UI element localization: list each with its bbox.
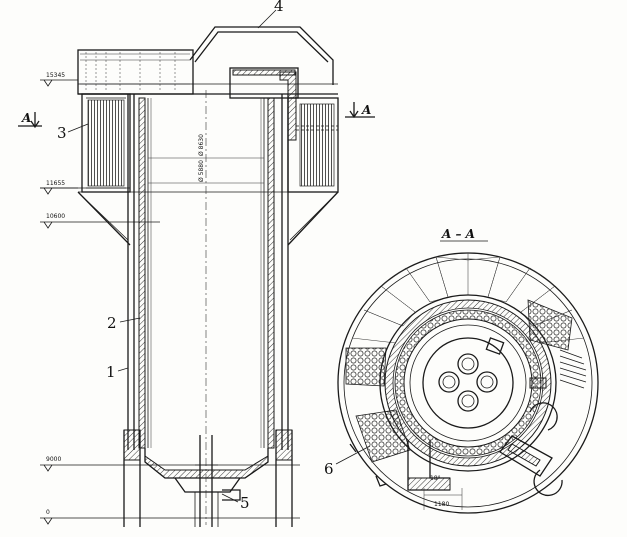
section-mark-left: A <box>21 111 31 125</box>
top-left-box <box>77 49 194 95</box>
outer-wall-right <box>281 94 289 450</box>
elevation-marks: 15345 11655 10600 9000 0 <box>40 72 78 525</box>
screen-right <box>267 97 275 449</box>
screen-left <box>138 97 146 449</box>
dim-1180: 1180 <box>434 501 449 508</box>
dim-angle: 18° <box>430 475 441 482</box>
callout-6: 6 <box>324 460 334 478</box>
tube-bundle-left-bottom <box>355 409 411 463</box>
top-housing-inner <box>194 31 329 63</box>
center-chamber <box>422 337 514 429</box>
tube-bundle-right-top <box>527 299 573 351</box>
bottom-outlet-5 <box>199 435 213 527</box>
top-housing-outline <box>189 26 334 85</box>
side-duct <box>499 435 553 477</box>
elev-0: 0 <box>46 509 50 516</box>
section-view: A – A <box>324 227 599 514</box>
tube-bundle-left <box>345 347 387 387</box>
callout-4: 4 <box>274 0 284 15</box>
elev-9000: 9000 <box>46 456 61 463</box>
elev-10600: 10600 <box>46 213 65 220</box>
section-mark-right: A <box>361 103 371 117</box>
callout-1: 1 <box>106 363 116 381</box>
callout-3: 3 <box>57 124 67 142</box>
dim-inner-1: Ø 8630 <box>198 134 205 156</box>
callout-2: 2 <box>107 314 117 332</box>
elev-11655: 11655 <box>46 180 65 187</box>
elevation-view: Ø 8630 Ø 5880 15345 11655 1 <box>18 0 375 527</box>
elev-15345: 15345 <box>46 72 65 79</box>
dim-inner-2: Ø 5880 <box>198 160 205 182</box>
callout-5: 5 <box>240 494 250 512</box>
section-title: A – A <box>441 227 475 241</box>
outer-wall-left <box>127 94 135 450</box>
